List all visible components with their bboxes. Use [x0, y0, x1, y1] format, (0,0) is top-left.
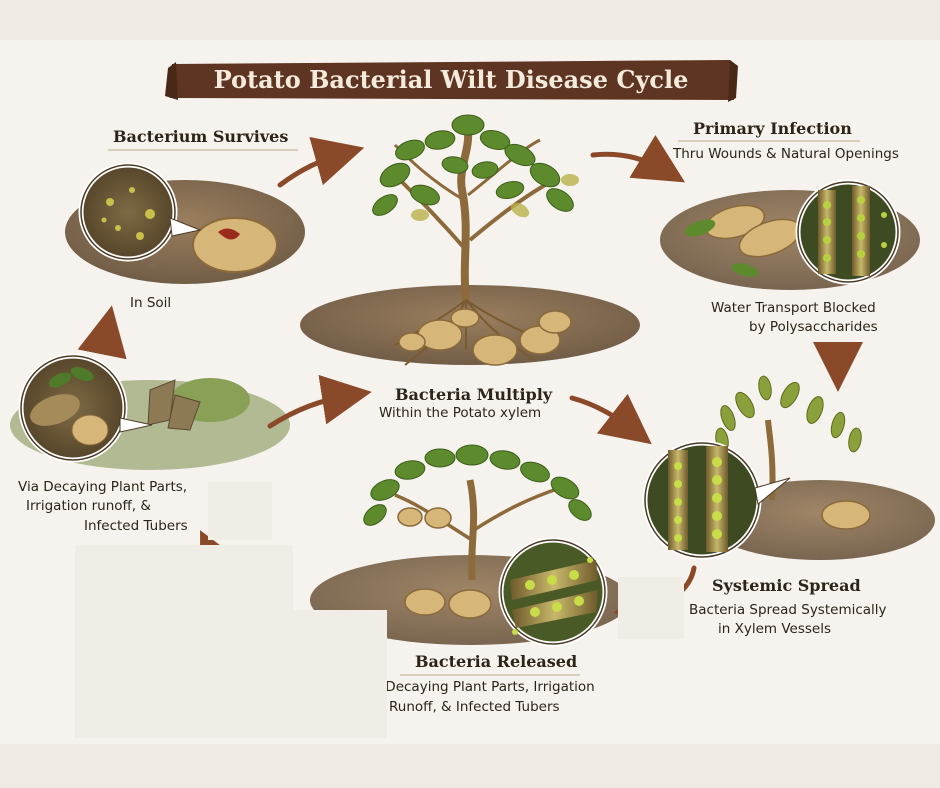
- arrow-source-to-survives: [77, 305, 127, 360]
- primary-caption-line2: by Polysaccharides: [749, 319, 878, 335]
- arrow-source-to-multiply: [267, 374, 372, 429]
- survives-scene: [65, 162, 305, 284]
- heading-underlines: [108, 140, 860, 676]
- arrow-survives-to-multiply: [277, 137, 365, 188]
- systemic-heading: Systemic Spread: [712, 576, 861, 595]
- released-heading: Bacteria Released: [415, 652, 578, 671]
- source-line1: Via Decaying Plant Parts,: [18, 479, 188, 495]
- multiply-caption: Within the Potato xylem: [379, 405, 542, 421]
- source-scene: [10, 353, 290, 470]
- source-line2: Irrigation runoff, &: [26, 498, 151, 514]
- source-line3: Infected Tubers: [84, 518, 188, 534]
- multiply-heading: Bacteria Multiply: [395, 385, 553, 404]
- arrow-multiply-to-systemic: [569, 393, 652, 445]
- primary-caption-line1: Water Transport Blocked: [711, 300, 876, 316]
- title-banner: [170, 60, 734, 100]
- arrow-multiply-to-primary: [590, 135, 686, 183]
- survives-caption: In Soil: [130, 295, 172, 311]
- primary-subheading: Thru Wounds & Natural Openings: [673, 146, 899, 162]
- page-title: Potato Bacterial Wilt Disease Cycle: [213, 65, 689, 94]
- systemic-caption-line2: in Xylem Vessels: [718, 621, 831, 637]
- multiply-plant: [300, 114, 640, 366]
- released-scene: [310, 444, 630, 647]
- systemic-scene: [642, 375, 935, 560]
- released-caption-line1: via Decaying Plant Parts, Irrigation: [361, 679, 595, 695]
- released-caption-line2: Runoff, & Infected Tubers: [389, 699, 560, 715]
- blank-patch: [75, 610, 387, 738]
- blank-patch: [208, 482, 272, 540]
- blank-patch: [75, 545, 293, 613]
- blank-patch: [618, 577, 684, 639]
- primary-heading: Primary Infection: [693, 119, 852, 138]
- survives-heading: Bacterium Survives: [113, 127, 289, 146]
- systemic-caption-line1: Bacteria Spread Systemically: [689, 602, 887, 618]
- primary-scene: [660, 179, 920, 290]
